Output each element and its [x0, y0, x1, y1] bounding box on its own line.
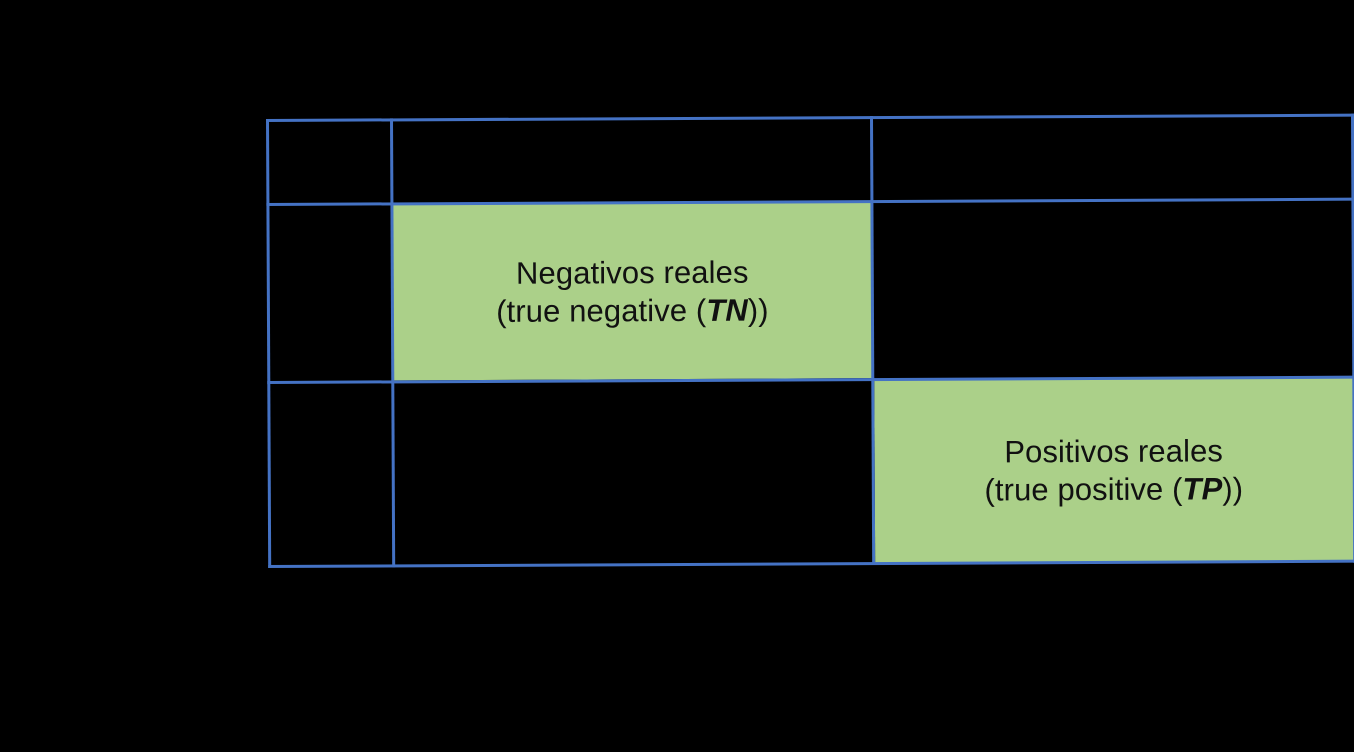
- true-negative-line-1: Negativos reales: [515, 254, 749, 291]
- true-positive-line-2-suffix: )): [1222, 470, 1244, 506]
- cell-false-positive: [394, 381, 872, 564]
- cell-false-negative: [873, 201, 1352, 378]
- true-positive-line-1: Positivos reales: [1004, 433, 1224, 470]
- cell-header-negative: [393, 119, 870, 202]
- cell-true-positive: Positivos reales (true positive (TP)): [874, 379, 1353, 562]
- true-negative-line-2-prefix: (true negative (: [496, 292, 707, 329]
- cell-true-negative: Negativos reales (true negative (TN)): [393, 203, 871, 380]
- cell-header-corner: [269, 121, 390, 203]
- cell-row3-label: [270, 383, 392, 565]
- true-positive-line-2: (true positive (TP)): [984, 470, 1243, 509]
- true-positive-abbreviation: TP: [1182, 470, 1223, 507]
- true-negative-line-2: (true negative (TN)): [496, 291, 769, 330]
- cell-header-positive: [873, 117, 1351, 200]
- cell-row2-label: [269, 205, 391, 381]
- true-negative-abbreviation: TN: [706, 292, 748, 328]
- true-negative-line-2-suffix: )): [747, 292, 769, 328]
- matrix-table: Negativos reales (true negative (TN)) Po…: [266, 113, 1354, 568]
- true-positive-line-2-prefix: (true positive (: [984, 471, 1183, 507]
